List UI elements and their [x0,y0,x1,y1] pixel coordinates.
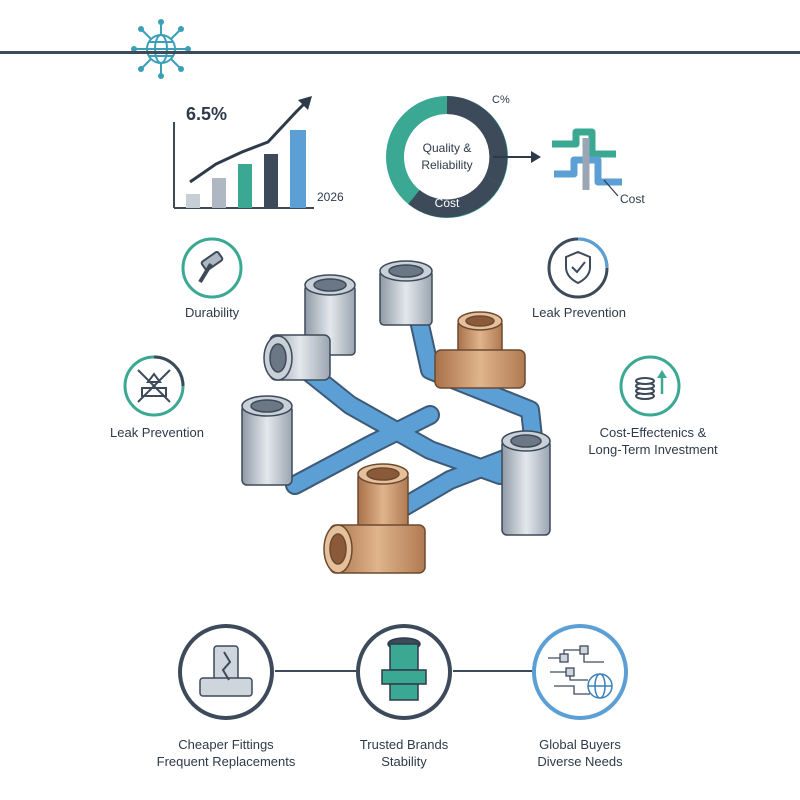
leak-prevention-right-label: Leak Prevention [532,305,626,320]
growth-chart [173,96,314,209]
shield-check-icon [547,237,609,299]
header-rule [0,51,800,54]
donut-cost-label: Cost [434,196,460,210]
connector-line-2 [453,670,535,672]
donut-percent-label: C% [492,94,510,106]
broken-fitting-icon [178,624,274,720]
hammer-icon [181,237,243,299]
arrow-right-icon [493,151,541,163]
growth-year: 2026 [317,190,344,204]
cheaper-fittings-label: Cheaper Fittings Frequent Replacements [156,737,296,769]
coins-growth-icon [619,355,681,417]
durability-label: Durability [185,305,240,320]
connector-line-1 [275,670,357,672]
donut-center-label: Quality & Reliability [421,141,473,172]
pipe-network-icon [552,128,622,197]
global-buyers-label: Global Buyers Diverse Needs [537,737,623,769]
global-network-icon [532,624,628,720]
leak-prevention-left-label: Leak Prevention [110,425,204,440]
growth-rate: 6.5% [186,104,228,124]
trusted-fitting-icon [356,624,452,720]
pipes-cost-label: Cost [620,192,645,206]
globe-network-icon [131,19,191,79]
pipe-assembly-illustration [241,260,551,574]
trusted-brands-label: Trusted Brands Stability [359,737,449,769]
no-leak-icon [123,355,185,417]
cost-effectiveness-label: Cost-Effectenics & Long-Term Investment [588,425,718,457]
